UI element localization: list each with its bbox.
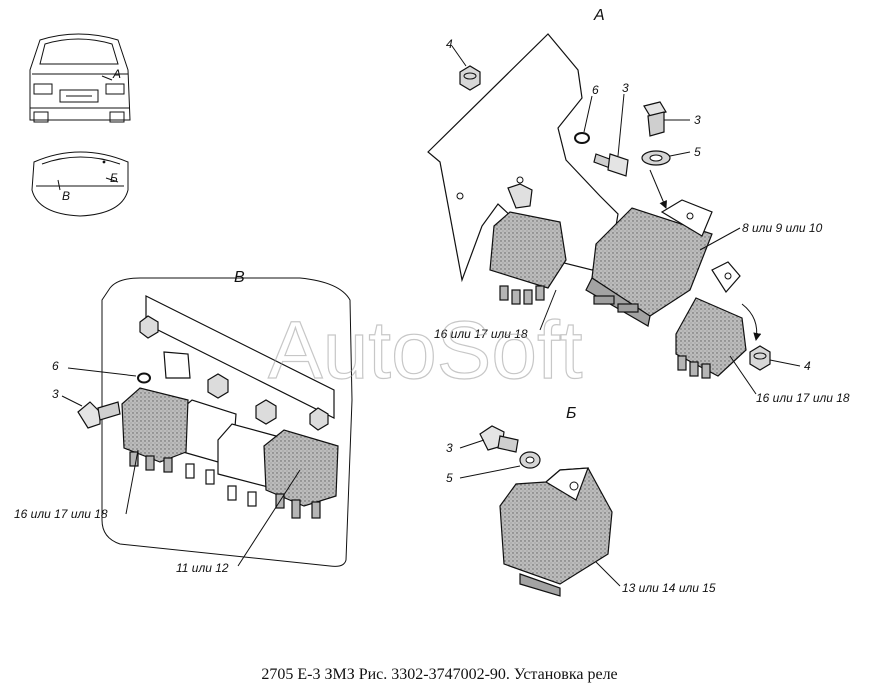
callout-3b: 3 [694,113,701,127]
view-label-a: А [593,7,605,24]
callout-5: 5 [694,145,701,159]
panel-v [101,277,353,567]
relay-16-17-18-a-left [489,183,567,305]
relay-11-12 [263,429,339,519]
callout-4: 4 [446,37,453,51]
figure-caption: 2705 Е-3 ЗМЗ Рис. 3302-3747002-90. Устан… [261,666,618,683]
callout-4b: 4 [804,359,811,373]
callout-16v: 16 или 17 или 18 [14,507,108,521]
callout-3: 3 [622,81,629,95]
relay-16-17-18-v [121,387,189,473]
callout-3v: 3 [52,387,59,401]
washer-5 [641,150,671,166]
mounting-bracket-v [145,295,335,419]
spring-washer-6-v [137,372,151,384]
bolt-heads-v [139,315,329,431]
relay-blank-2 [217,423,277,507]
bolt-3-v [77,401,121,429]
spring-washer-6 [574,132,590,144]
relay-8-9-10 [585,199,713,327]
relay-13-14-15 [499,467,613,597]
thumb-label-b: Б [110,171,118,185]
callout-8: 8 или 9 или 10 [742,221,823,235]
nut-4-right [749,345,771,371]
callout-6: 6 [592,83,599,97]
relay-16-17-18-a-right [675,261,747,379]
bolt-3-loose [643,101,667,137]
callout-6v: 6 [52,359,59,373]
callout-16a: 16 или 17 или 18 [434,327,528,341]
watermark: AutoSoft [268,305,583,396]
vehicle-front-thumbnail: А [29,33,131,123]
washer-5-b [519,451,541,469]
callout-13: 13 или 14 или 15 [622,581,716,595]
thumb-label-a: А [112,67,121,81]
nut-4 [459,65,481,91]
callout-5s: 5 [446,471,453,485]
bolt-3-b [479,425,519,453]
bolt-3-bracket [593,153,629,177]
callout-3s: 3 [446,441,453,455]
callout-16b: 16 или 17 или 18 [756,391,850,405]
thumb-label-v: В [62,189,70,203]
view-label-b: Б [566,405,576,422]
engine-bay-thumbnail: Б В [31,151,129,217]
callout-11: 11 или 12 [176,561,229,575]
